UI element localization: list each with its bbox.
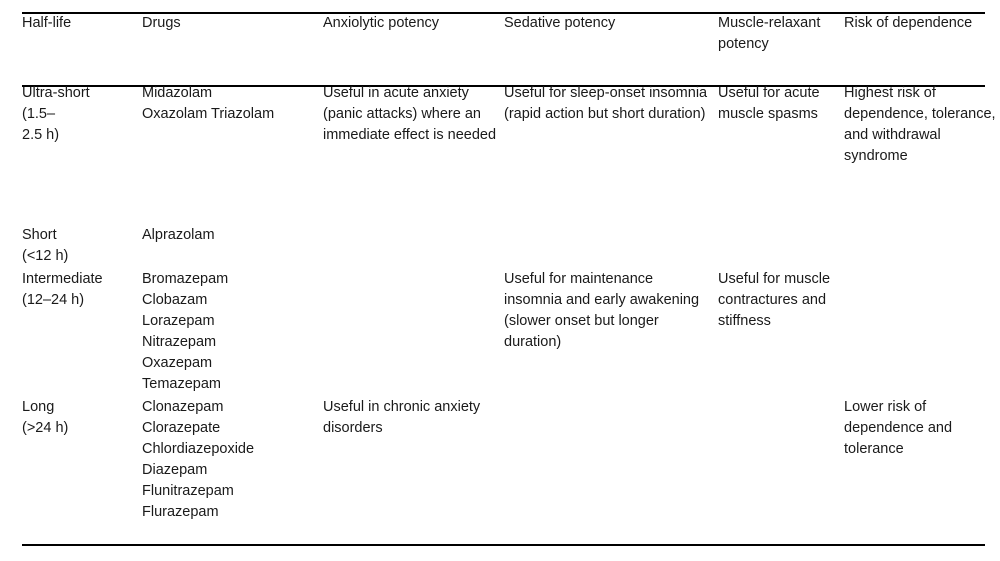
table-header-row-group: Half-life Drugs Anxiolytic potency Sedat… [0,0,1000,73]
drug-name: Flurazepam [142,504,219,520]
drug-name: Chlordiazepoxide [142,441,255,457]
cell-anxiolytic [321,269,502,397]
cell-sedative: Useful for maintenance insomnia and earl… [504,271,700,350]
cell-anxiolytic: Useful in acute anxiety (panic attacks) … [323,85,497,143]
table-header-row: Half-life Drugs Anxiolytic potency Sedat… [0,0,1000,73]
cell-muscle-relaxant [709,397,833,527]
drug-name: Temazepam [142,376,221,392]
drug-name: Clobazam [142,292,208,308]
cell-dependence [833,269,1000,397]
column-header-muscle-relaxant: Muscle-relaxant potency [718,15,821,52]
drug-name: Midazolam [142,85,213,101]
drug-name: Lorazepam [142,313,215,329]
drug-name: Clonazepam [142,399,224,415]
table-row: Short (<12 h) Alprazolam [0,225,1000,269]
cell-muscle-relaxant [709,225,833,269]
drug-name: Oxazepam [142,355,213,371]
drug-name: Bromazepam [142,271,229,287]
drug-name: Alprazolam [142,227,215,243]
cell-dependence: Highest risk of dependence, tolerance, a… [844,85,996,164]
cell-muscle-relaxant: Useful for muscle contractures and stiff… [718,271,831,329]
cell-sedative: Useful for sleep-onset insomnia (rapid a… [504,85,708,122]
drug-name: Clorazepate [142,420,221,436]
cell-sedative [502,225,709,269]
cell-muscle-relaxant: Useful for acute muscle spasms [718,85,820,122]
data-table: Half-life Drugs Anxiolytic potency Sedat… [0,0,1000,527]
cell-sedative [502,397,709,527]
cell-half-life: Ultra-short (1.5– 2.5 h) [22,85,90,143]
table-top-rule [22,12,985,14]
drug-name: Nitrazepam [142,334,217,350]
drug-name: Flunitrazepam [142,483,234,499]
drug-name: Oxazolam Triazolam [142,106,275,122]
cell-dependence: Lower risk of dependence and tolerance [844,399,953,457]
cell-half-life: Intermediate (12–24 h) [22,271,103,308]
column-header-sedative: Sedative potency [504,15,616,31]
drug-name: Diazepam [142,462,208,478]
column-header-dependence: Risk of dependence [844,15,973,31]
column-header-drugs: Drugs [142,15,181,31]
cell-anxiolytic: Useful in chronic anxiety disorders [323,399,481,436]
table-header-rule [22,85,985,87]
cell-drugs: Alprazolam [130,225,321,269]
cell-half-life: Long (>24 h) [22,399,69,436]
cell-dependence [833,225,1000,269]
cell-anxiolytic [321,225,502,269]
table-bottom-rule [22,544,985,546]
column-header-half-life: Half-life [22,15,72,31]
cell-half-life: Short (<12 h) [22,227,69,264]
column-header-anxiolytic: Anxiolytic potency [323,15,440,31]
